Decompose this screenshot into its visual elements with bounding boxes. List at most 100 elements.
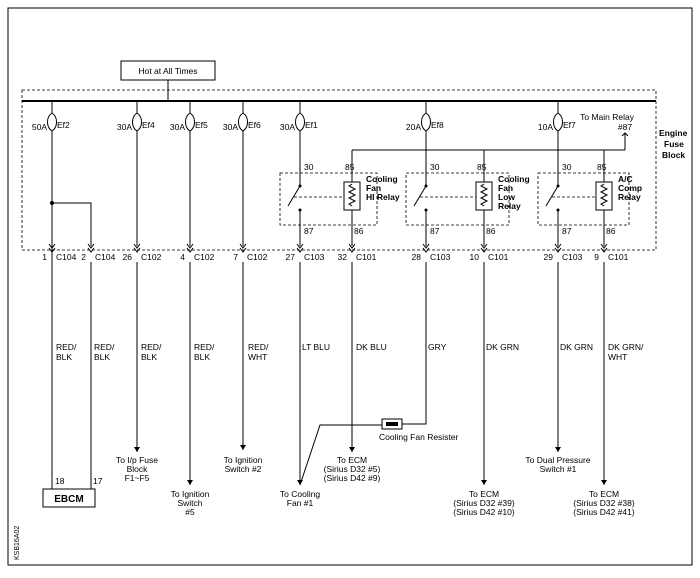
destination-label-line: F1~F5 — [125, 473, 150, 483]
wire-color-label: BLK — [56, 352, 72, 362]
connector-chevron — [422, 247, 430, 253]
connector-pin: 32 — [338, 252, 348, 262]
connector-pin: 7 — [233, 252, 238, 262]
wire-color-label: RED/ — [248, 342, 269, 352]
destination-label-line: To Dual Pressure — [525, 455, 590, 465]
connector-name: C103 — [304, 252, 325, 262]
relay-switch-arm — [413, 185, 427, 207]
wire-color-label: GRY — [428, 342, 447, 352]
wire-color-label: LT BLU — [302, 342, 330, 352]
relay-pin-86: 86 — [354, 226, 364, 236]
connector-chevron — [239, 243, 247, 249]
connector-chevron — [186, 247, 194, 253]
fuse-amp-label: 50A — [32, 122, 47, 132]
relay-pin-87: 87 — [430, 226, 440, 236]
wire-color-label: DK BLU — [356, 342, 387, 352]
connector-pin: 26 — [123, 252, 133, 262]
connector-chevron — [480, 247, 488, 253]
connector-name: C101 — [608, 252, 629, 262]
main-relay-label-1: To Main Relay — [580, 112, 635, 122]
relay-outline — [279, 172, 378, 226]
relay-label-line: Fan — [498, 183, 513, 193]
connector-pin: 28 — [412, 252, 422, 262]
fuse-symbol — [238, 112, 248, 132]
wire-color-label: WHT — [248, 352, 267, 362]
relay-coil — [347, 183, 357, 207]
destination-arrow — [297, 480, 303, 485]
connector-name: C103 — [430, 252, 451, 262]
connector-name: C102 — [141, 252, 162, 262]
relay-label-line: Fan — [366, 183, 381, 193]
connector-chevron — [554, 247, 562, 253]
destination-label-line: Switch #1 — [540, 464, 577, 474]
relay-pin-86: 86 — [606, 226, 616, 236]
destination-label-line: To ECM — [337, 455, 367, 465]
connector-chevron — [296, 243, 304, 249]
connector-name: C101 — [488, 252, 509, 262]
fuse-name-label: Ef4 — [142, 120, 155, 130]
destination-label-line: Block — [127, 464, 149, 474]
connector-name: C104 — [95, 252, 116, 262]
relay-switch-arm — [545, 185, 559, 207]
destination-arrow — [240, 445, 246, 450]
fuse-symbol — [421, 112, 431, 132]
connector-chevron — [554, 243, 562, 249]
relay-pin-87: 87 — [562, 226, 572, 236]
connector-chevron — [186, 243, 194, 249]
destination-label-line: (Sirius D32 #39) — [453, 498, 515, 508]
engine-fuse-block-label-2: Fuse — [664, 139, 684, 149]
fuse-amp-label: 30A — [223, 122, 238, 132]
fuse-name-label: Ef2 — [57, 120, 70, 130]
destination-label-line: (Sirius D32 #38) — [573, 498, 635, 508]
relay-label-line: Low — [498, 192, 515, 202]
fuse-amp-label: 30A — [280, 122, 295, 132]
wire-color-label: BLK — [194, 352, 210, 362]
wire-color-label: DK GRN/ — [608, 342, 644, 352]
destination-label-line: Fan #1 — [287, 498, 314, 508]
connector-pin: 27 — [286, 252, 296, 262]
relay-label-line: A/C — [618, 174, 633, 184]
relay-pin-30: 30 — [562, 162, 572, 172]
fuse-symbol — [553, 112, 563, 132]
fuse-amp-label: 20A — [406, 122, 421, 132]
engine-fuse-block-outline — [21, 89, 657, 251]
destination-label-line: (Sirius D42 #9) — [324, 473, 381, 483]
relay-outline — [405, 172, 510, 226]
relay-coil — [599, 183, 609, 207]
wire-color-label: RED/ — [141, 342, 162, 352]
frame-border — [7, 7, 693, 566]
relay-pin-85: 85 — [345, 162, 355, 172]
fuse-symbol — [47, 112, 57, 132]
relay-pin-30: 30 — [430, 162, 440, 172]
wire-color-label: BLK — [94, 352, 110, 362]
fuse-symbol — [295, 112, 305, 132]
relay-outline — [537, 172, 630, 226]
connector-pin: 4 — [180, 252, 185, 262]
destination-label-line: (Sirius D42 #41) — [573, 507, 635, 517]
fuse-name-label: Ef1 — [305, 120, 318, 130]
destination-label-line: (Sirius D32 #5) — [324, 464, 381, 474]
wire-color-label: DK GRN — [486, 342, 519, 352]
ebcm-label: EBCM — [54, 494, 83, 505]
engine-fuse-block-label-1: Engine — [659, 128, 688, 138]
wire-color-label: DK GRN — [560, 342, 593, 352]
connector-chevron — [600, 247, 608, 253]
fuse-name-label: Ef7 — [563, 120, 576, 130]
destination-arrow — [349, 447, 355, 452]
power-source-label: Hot at All Times — [138, 66, 197, 76]
fuse-symbol — [132, 112, 142, 132]
connector-name: C102 — [247, 252, 268, 262]
destination-arrow — [134, 447, 140, 452]
fuse-symbol — [185, 112, 195, 132]
connector-pin: 10 — [470, 252, 480, 262]
relay-pin-30: 30 — [304, 162, 314, 172]
connector-chevron — [133, 243, 141, 249]
fuse-amp-label: 10A — [538, 122, 553, 132]
destination-label-line: Switch #2 — [225, 464, 262, 474]
destination-label-line: To ECM — [469, 489, 499, 499]
destination-label-line: To Ignition — [171, 489, 210, 499]
resister-label: Cooling Fan Resister — [379, 432, 459, 442]
connector-chevron — [87, 243, 95, 249]
connector-pin: 9 — [594, 252, 599, 262]
